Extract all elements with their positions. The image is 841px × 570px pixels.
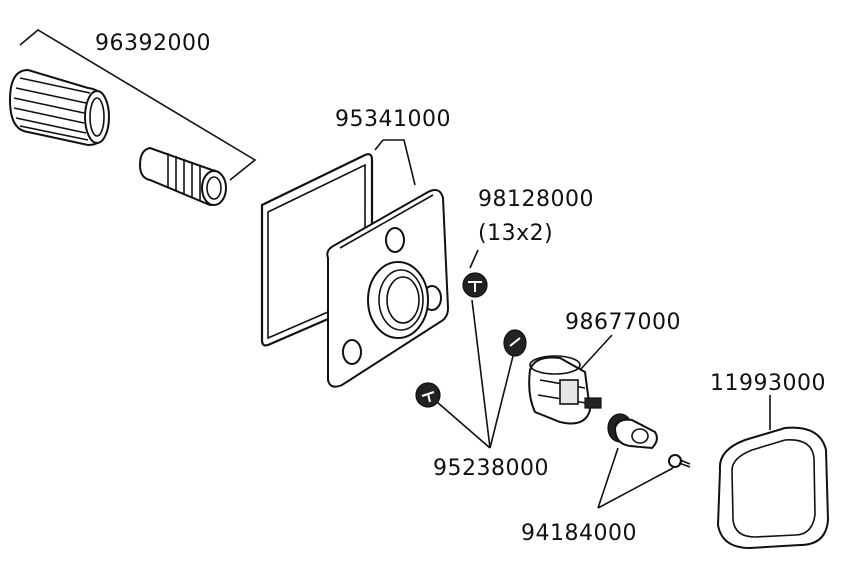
cover-cap-middle [503, 329, 527, 357]
leader-95238000-b [471, 299, 491, 449]
part-label-98128000: 98128000 [478, 187, 594, 212]
leader-95238000-a [436, 401, 491, 449]
leader-98677000 [579, 334, 613, 371]
leader-bracket-96392000 [19, 29, 257, 181]
leader-95341000-a [383, 139, 416, 186]
leader-lines [19, 29, 771, 509]
leader-94184000-a [597, 447, 619, 509]
part-label-96392000: 96392000 [95, 31, 211, 56]
cover-cap-upper [462, 272, 488, 298]
leader-94184000-b [597, 467, 674, 509]
part-label-95341000: 95341000 [335, 107, 451, 132]
cover-cap-lower [415, 382, 441, 408]
handle-knob [716, 426, 830, 550]
part-label-11993000: 11993000 [710, 371, 826, 396]
threaded-nipple [138, 146, 227, 207]
part-label-98677000: 98677000 [565, 310, 681, 335]
part-label-94184000: 94184000 [521, 521, 637, 546]
leader-95238000-c [489, 347, 516, 449]
valve-cartridge [528, 355, 602, 425]
part-label-98128000-qty: (13x2) [478, 221, 554, 246]
leader-95341000-b [374, 139, 384, 151]
square-wall-plate [326, 189, 450, 388]
screw [668, 454, 691, 468]
leader-98128000 [469, 249, 479, 269]
part-label-95238000: 95238000 [433, 456, 549, 481]
stem-adaptor [607, 413, 658, 450]
ribbed-tube-large [8, 68, 110, 147]
